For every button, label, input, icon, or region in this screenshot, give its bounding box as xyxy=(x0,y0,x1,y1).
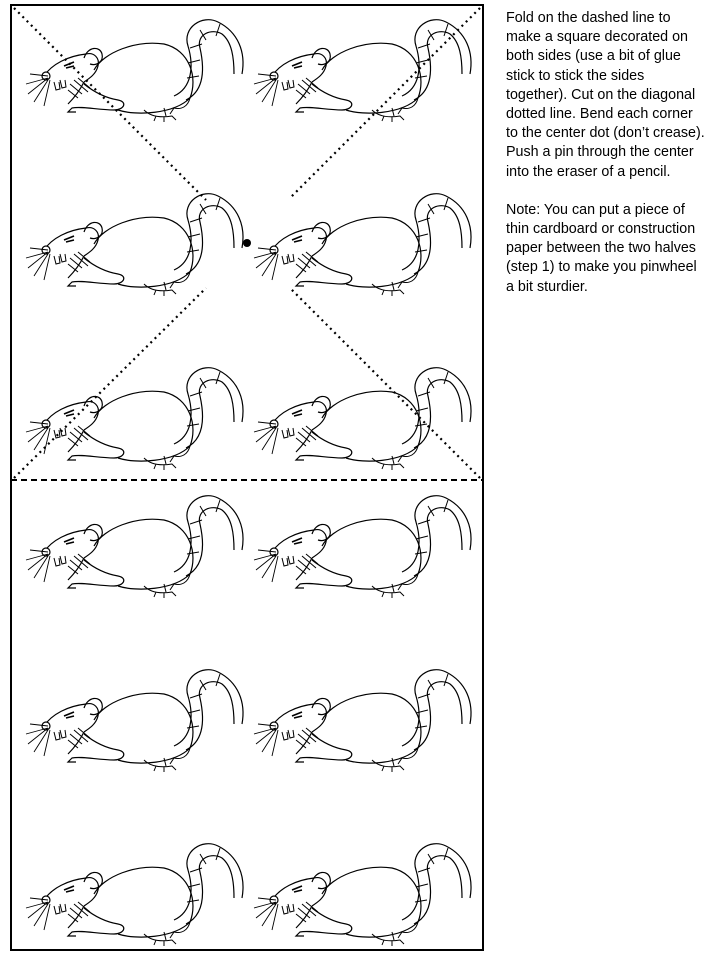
instructions-note-text: Note: You can put a piece of thin cardbo… xyxy=(506,201,697,295)
cut-line-top-right xyxy=(289,7,481,199)
cut-line-bottom-right xyxy=(289,287,481,479)
center-dot xyxy=(243,239,251,247)
sheet-border xyxy=(10,4,484,951)
instructions-step-text: Fold on the dashed line to make a square… xyxy=(506,10,705,180)
instructions-panel: Fold on the dashed line to make a square… xyxy=(506,9,706,316)
diagonal-cut-lines xyxy=(13,7,481,479)
